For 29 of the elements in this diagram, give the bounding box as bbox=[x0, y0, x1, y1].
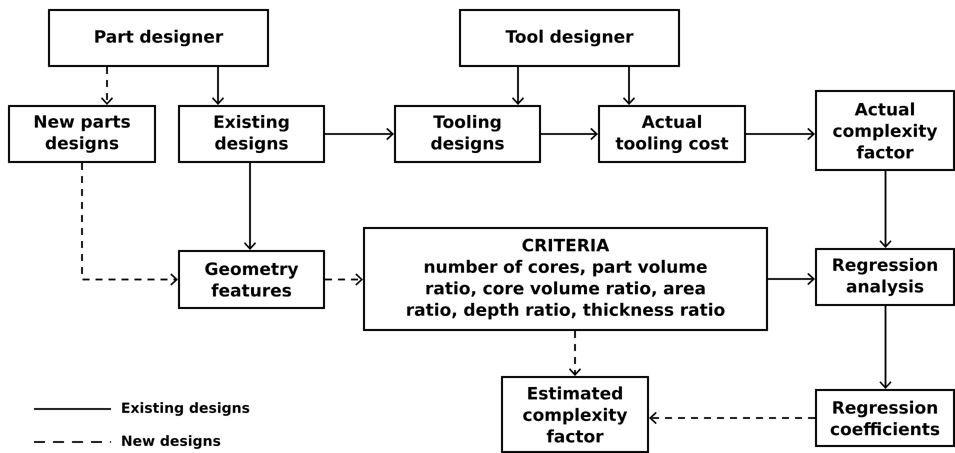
process-box: Regression coefficients bbox=[815, 389, 955, 447]
arrow bbox=[768, 272, 815, 286]
process-box: Existing designs bbox=[178, 105, 325, 163]
arrow bbox=[879, 306, 892, 389]
legend-label: New designs bbox=[122, 435, 220, 449]
process-box: Actual tooling cost bbox=[598, 105, 746, 163]
arrow bbox=[244, 163, 256, 250]
process-box: Regression analysis bbox=[815, 248, 955, 306]
arrow bbox=[325, 273, 363, 286]
arrow bbox=[622, 67, 636, 105]
legend-label: Existing designs bbox=[122, 402, 250, 416]
process-box: Part designer bbox=[48, 9, 269, 67]
process-box: Estimated complexity factor bbox=[501, 376, 649, 453]
arrow bbox=[746, 128, 815, 140]
arrow bbox=[81, 163, 178, 286]
process-box: Tool designer bbox=[459, 9, 680, 67]
arrow bbox=[649, 412, 815, 424]
process-box: Geometry features bbox=[178, 250, 325, 309]
arrow bbox=[512, 67, 524, 105]
process-box: Tooling designs bbox=[394, 105, 541, 163]
arrow bbox=[100, 67, 114, 105]
process-box: Actual complexity factor bbox=[815, 90, 955, 171]
arrow bbox=[325, 128, 394, 140]
process-box: CRITERIA number of cores, part volume ratio, core volume ratio, area ratio, depth ratio, thickness ratio bbox=[363, 227, 768, 331]
arrow bbox=[568, 331, 582, 376]
arrow bbox=[212, 67, 224, 105]
arrow bbox=[541, 128, 598, 140]
process-box: New parts designs bbox=[8, 105, 156, 163]
arrow bbox=[879, 171, 892, 248]
